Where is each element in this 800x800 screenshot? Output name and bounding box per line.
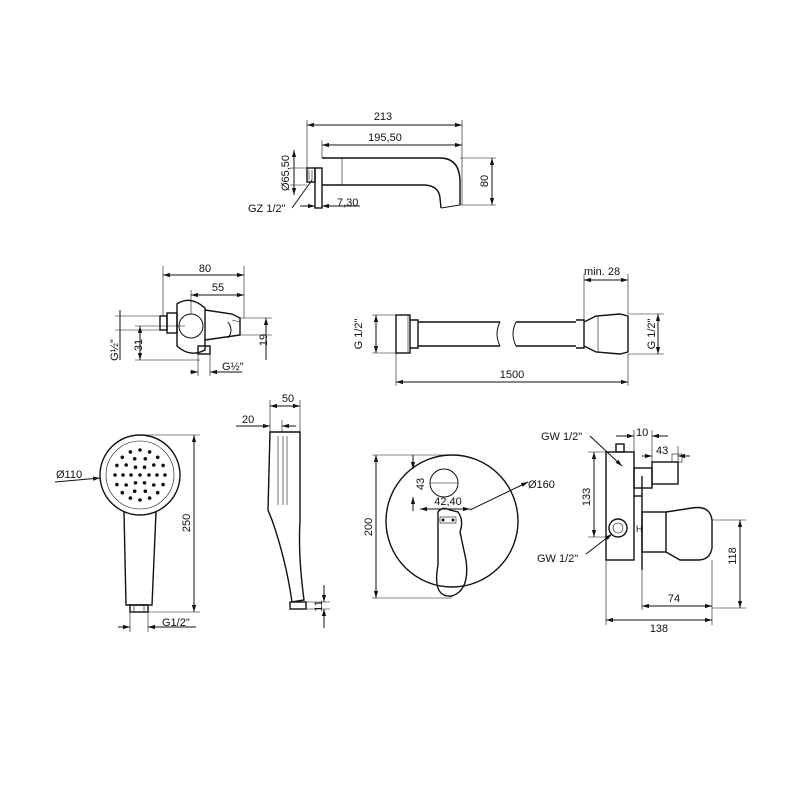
spout-overall-length-label: 213: [374, 111, 392, 123]
hand-shower-body: [99, 434, 181, 613]
nozzle-dot: [128, 450, 133, 454]
nozzle-dot: [138, 473, 142, 477]
nozzle-dot: [132, 457, 137, 461]
elbow-height-right-label: 19: [258, 334, 270, 346]
nozzle-dot: [142, 481, 147, 485]
hand-shower-diameter-label: Ø110: [56, 469, 82, 481]
nozzle-dot: [129, 473, 133, 477]
shower-depth-label: 50: [282, 393, 294, 405]
hose-length-label: 1500: [500, 369, 524, 381]
wall-elbow-body: [159, 299, 241, 355]
hose-nut-length-label: min. 28: [584, 266, 620, 278]
hand-shower-front-view: 250 Ø110 G1/2": [54, 434, 200, 632]
nozzle-dot: [147, 450, 152, 454]
mixer-diverter-offset-label: 43: [415, 478, 427, 490]
mixer-outlet-thread-label: GW 1/2": [537, 553, 578, 565]
wall-elbow-dimensions: 80 55 G½" 31 19 G½": [109, 263, 272, 376]
hand-shower-thread-label: G1/2": [162, 617, 190, 629]
mixer-handle-height-label: 118: [727, 547, 739, 565]
spout-length-label: 195,50: [368, 132, 402, 144]
nozzle-dot: [161, 463, 165, 468]
mixer-inlet-thread-label: GW 1/2": [541, 431, 582, 443]
mixer-hot-mark: H: [636, 524, 643, 534]
shower-bottom-label: 11: [313, 600, 325, 611]
nozzle-dot: [133, 465, 138, 470]
nozzle-dot: [133, 481, 138, 485]
spout-height-label: 80: [479, 175, 491, 187]
mixer-side-body: H: [605, 443, 713, 570]
hose-thread-right-label: G 1/2": [646, 319, 658, 350]
wall-elbow-view: 80 55 G½" 31 19 G½": [109, 263, 272, 376]
mixer-handle-depth-label: 74: [668, 593, 680, 605]
mixer-diverter-spacing-label: 42,40: [434, 496, 462, 508]
mixer-plate-diameter-label: Ø160: [528, 479, 555, 491]
nozzle-dot: [143, 489, 148, 494]
nozzle-dot: [152, 463, 156, 467]
nozzle-dot: [155, 473, 159, 477]
nozzle-dot: [113, 473, 117, 477]
mixer-height-label: 133: [581, 488, 593, 506]
nozzle-dot: [124, 483, 128, 487]
mixer-side-dimensions: GW 1/2" 10 43 133 GW 1/2" 118 74: [537, 427, 746, 635]
nozzle-dot: [120, 455, 125, 460]
nozzle-dot: [142, 465, 147, 470]
spout-thread-label: GZ 1/2": [248, 203, 286, 215]
mixer-side-view: H GW 1/2" 10 43 133 GW 1/2" 118: [537, 427, 746, 635]
hand-shower-side-view: 50 20 11: [236, 393, 330, 628]
nozzle-dot: [138, 448, 142, 452]
nozzle-dot: [147, 496, 152, 500]
nozzle-dot: [128, 496, 133, 500]
nozzle-dot: [155, 455, 160, 460]
nozzle-dot: [163, 473, 167, 477]
hose-dimensions: G 1/2" G 1/2" min. 28 1500: [353, 266, 664, 386]
elbow-overall-length-label: 80: [199, 263, 211, 275]
mixer-plate-height-label: 200: [363, 518, 375, 536]
hose-thread-left-label: G 1/2": [353, 319, 365, 350]
spout-view: 213 195,50 80 Ø65,50 7,30 GZ 1/2": [248, 111, 496, 215]
hand-shower-dimensions: 250 Ø110 G1/2": [54, 434, 200, 632]
hose-view: G 1/2" G 1/2" min. 28 1500: [353, 266, 664, 386]
mixer-front-view: 200 43 42,40 Ø160: [363, 454, 555, 599]
shower-nozzles: [113, 448, 167, 502]
shower-side-dimensions: 50 20 11: [236, 393, 330, 628]
hand-shower-length-label: 250: [181, 514, 193, 532]
spout-dimensions: 213 195,50 80 Ø65,50 7,30 GZ 1/2": [248, 111, 496, 215]
spout-diameter-label: Ø65,50: [280, 155, 292, 191]
elbow-inner-length-label: 55: [212, 282, 224, 294]
shower-side-body: [267, 431, 307, 610]
spout-body: [306, 157, 461, 209]
nozzle-dot: [155, 490, 160, 495]
nozzle-dot: [124, 463, 128, 467]
mixer-front-body: [385, 454, 519, 597]
spout-offset-label: 7,30: [337, 197, 358, 209]
elbow-height-left-label: 31: [133, 339, 145, 351]
mixer-diverter-depth-label: 43: [656, 445, 668, 457]
nozzle-dot: [143, 457, 148, 461]
elbow-thread-bottom-label: G½": [222, 361, 244, 373]
nozzle-dot: [121, 473, 125, 477]
nozzle-dot: [132, 489, 137, 494]
mixer-top-offset-label: 10: [636, 427, 648, 439]
hose-body: [395, 313, 629, 355]
shower-head-depth-label: 20: [242, 414, 254, 426]
nozzle-dot: [138, 498, 142, 502]
nozzle-dot: [115, 482, 119, 487]
mixer-total-depth-label: 138: [650, 623, 668, 635]
nozzle-dot: [115, 463, 119, 468]
nozzle-dot: [120, 490, 125, 495]
nozzle-dot: [152, 483, 156, 487]
nozzle-dot: [147, 473, 151, 477]
mixer-front-dimensions: 200 43 42,40 Ø160: [363, 454, 555, 599]
elbow-thread-side-label: G½": [109, 339, 121, 361]
nozzle-dot: [161, 482, 165, 487]
